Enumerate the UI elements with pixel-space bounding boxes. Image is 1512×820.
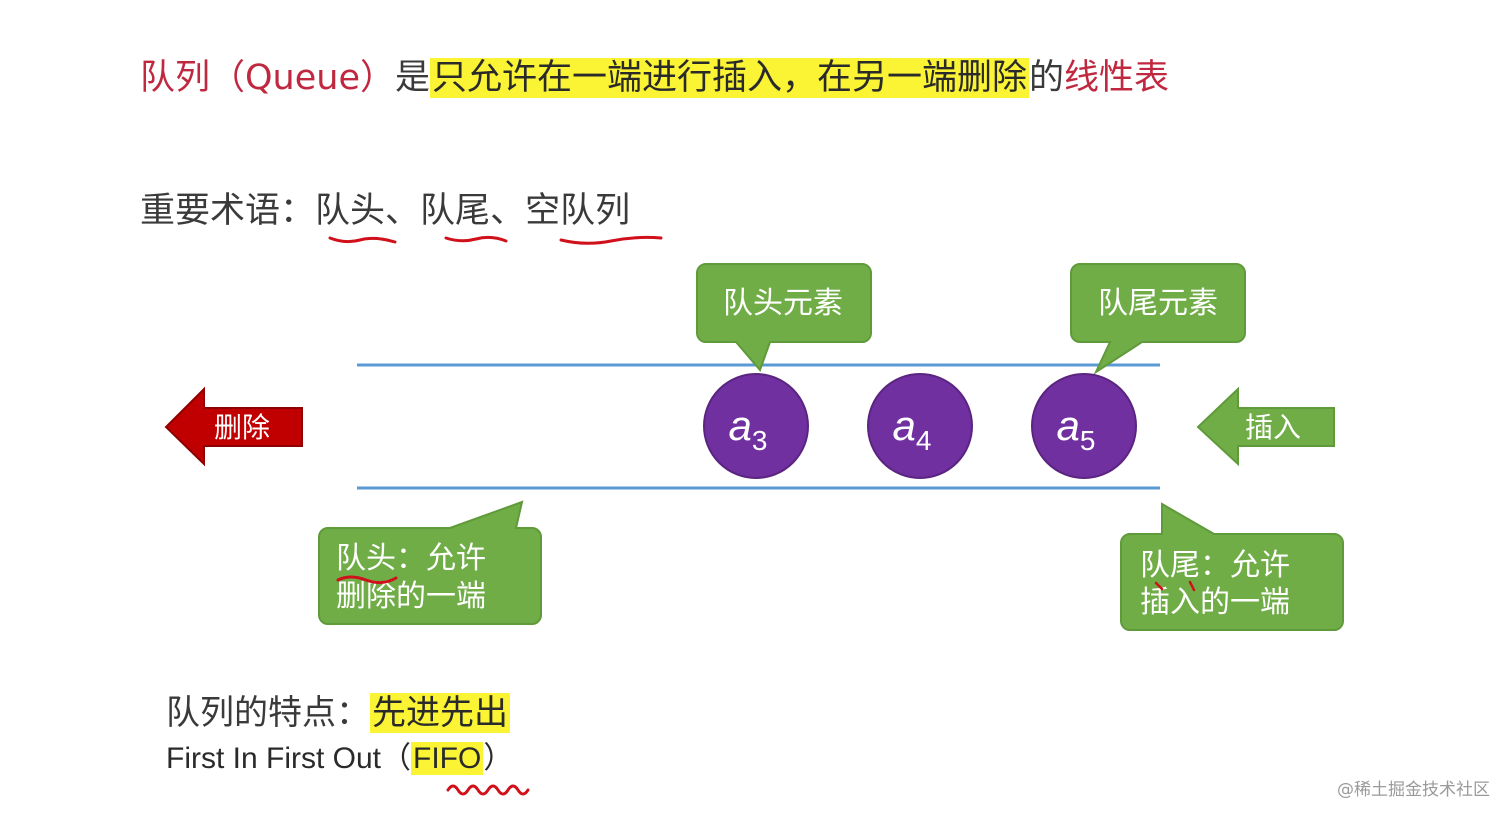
term-separator: 、 [490,191,526,231]
element-base: a [729,402,752,449]
fifo-abbr: FIFO [411,742,484,775]
head-desc-line2: 删除的一端 [336,579,486,614]
tail-desc-callout: 队尾：允许 插入的一端 [1120,502,1344,631]
queue-element-a5: a5 [1031,373,1137,479]
delete-arrow: 删除 [164,386,303,467]
fifo-close-paren: ） [483,742,514,775]
terms-label: 重要术语： [140,191,316,231]
definition-linear-list: 线性表 [1064,58,1170,98]
term-tail-underline [444,235,508,243]
tail-desc-line2: 插入的一端 [1140,585,1290,620]
fifo-squiggle [446,784,530,796]
term-queue-tail: 队尾 [420,191,491,231]
term-empty-underline [559,235,663,245]
element-base: a [1057,402,1080,449]
element-subscript: 3 [752,425,768,456]
feature-value: 先进先出 [370,693,510,733]
delete-label: 删除 [214,411,270,444]
term-head-underline [328,236,397,244]
term-empty-queue: 空队列 [525,191,631,231]
insert-label: 插入 [1245,411,1301,444]
head-desc-underline [336,575,398,585]
definition-term: 队列（Queue） [140,58,395,98]
definition-verb: 是 [394,58,430,98]
tail-desc-line1: 队尾：允许 [1140,548,1290,583]
svg-text:a3: a3 [729,402,768,456]
watermark: @稀土掘金技术社区 [1337,780,1490,800]
element-subscript: 4 [916,425,932,456]
queue-element-a4: a4 [867,373,973,479]
definition-highlight: 只允许在一端进行插入，在另一端删除 [430,58,1030,98]
tail-desc-mark [1154,580,1196,592]
feature-label: 队列的特点： [166,693,370,733]
term-separator: 、 [385,191,421,231]
head-desc-callout: 队头：允许 删除的一端 [318,500,542,625]
head-element-callout: 队头元素 [696,263,872,372]
fifo-text: First In First Out [166,742,382,775]
svg-text:a4: a4 [893,402,932,456]
head-desc-line1: 队头：允许 [336,541,486,576]
fifo-line: First In First Out（FIFO） [166,736,513,782]
element-subscript: 5 [1080,425,1096,456]
svg-text:a5: a5 [1057,402,1096,456]
tail-element-label: 队尾元素 [1098,286,1218,321]
element-base: a [893,402,916,449]
insert-arrow: 插入 [1196,386,1335,467]
tail-element-callout: 队尾元素 [1070,263,1246,375]
term-queue-head: 队头 [315,191,386,231]
fifo-open-paren: （ [381,742,412,775]
terms-line: 重要术语：队头、队尾、空队列 [140,186,630,236]
queue-element-a3: a3 [703,373,809,479]
definition-particle: 的 [1029,58,1065,98]
definition-line: 队列（Queue）是只允许在一端进行插入，在另一端删除的线性表 [140,52,1169,104]
feature-line: 队列的特点：先进先出 [166,688,510,738]
head-element-label: 队头元素 [723,286,843,321]
